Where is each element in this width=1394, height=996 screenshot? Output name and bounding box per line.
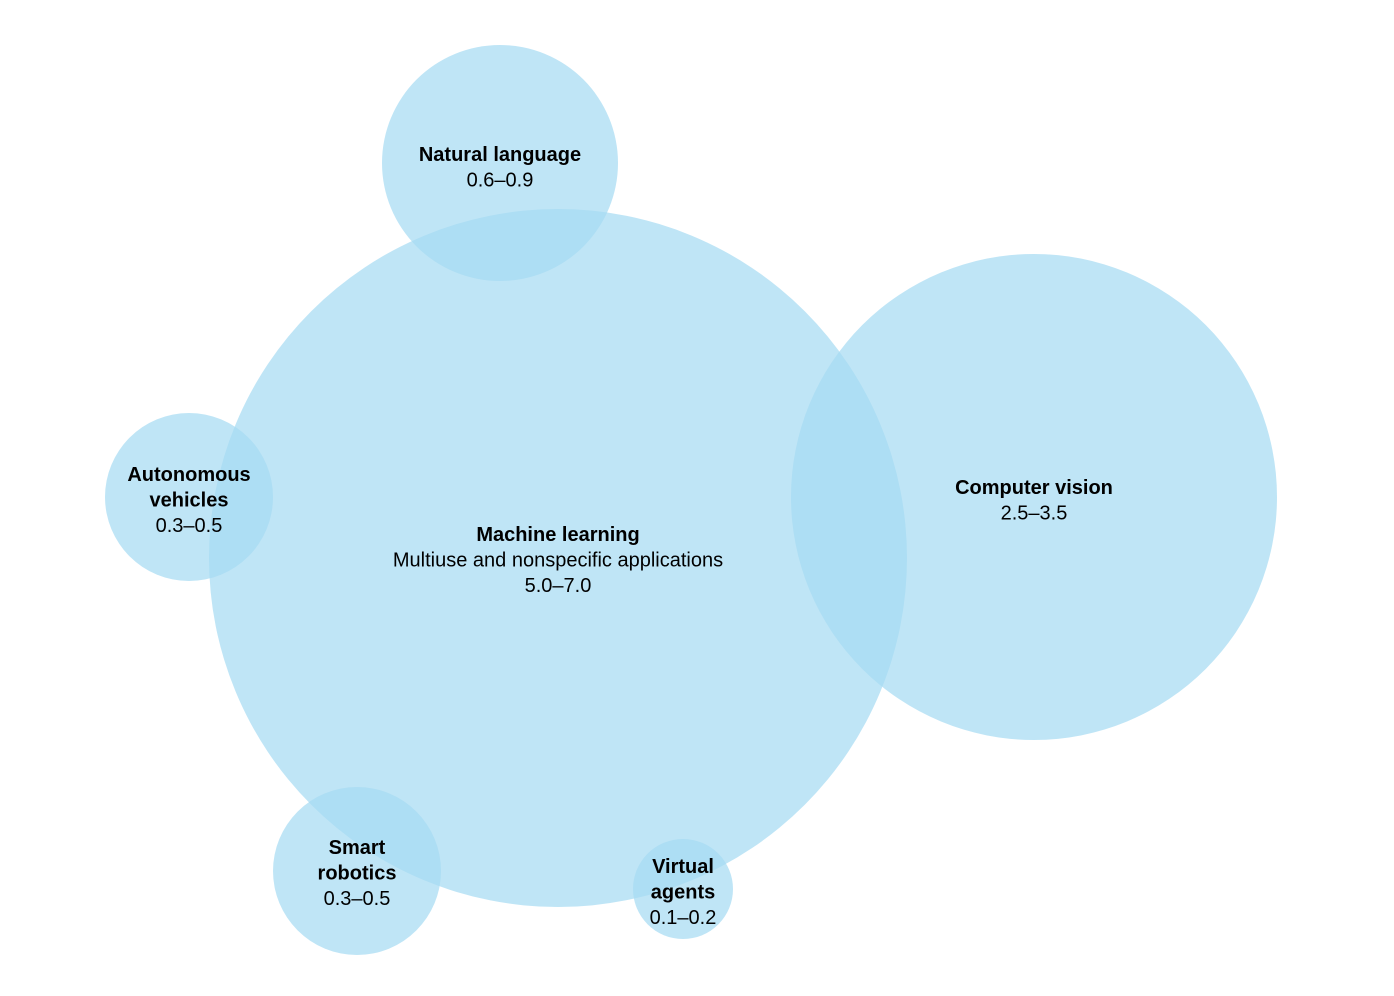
virtual-agents-bubble [633, 839, 733, 939]
virtual-agents-title-line: Virtual [652, 856, 714, 878]
autonomous-vehicles-label: Autonomous vehicles 0.3–0.5 [127, 464, 250, 537]
virtual-agents-value-range: 0.1–0.2 [650, 907, 717, 929]
natural-language-title-line: Natural language [419, 144, 581, 166]
machine-learning-bubble [209, 209, 907, 907]
machine-learning-subtitle: Multiuse and nonspecific applications [393, 550, 723, 572]
natural-language-bubble [382, 45, 618, 281]
virtual-agents-title-line: agents [651, 882, 715, 904]
smart-robotics-bubble [273, 787, 441, 955]
computer-vision-label: Computer vision 2.5–3.5 [955, 477, 1113, 525]
machine-learning-value-range: 5.0–7.0 [525, 575, 592, 597]
smart-robotics-title-line: robotics [318, 863, 397, 885]
machine-learning-title-line: Machine learning [476, 524, 639, 546]
autonomous-vehicles-bubble [105, 413, 273, 581]
smart-robotics-value-range: 0.3–0.5 [324, 888, 391, 910]
natural-language-value-range: 0.6–0.9 [467, 170, 534, 192]
virtual-agents-label: Virtual agents 0.1–0.2 [650, 856, 717, 929]
smart-robotics-label: Smart robotics 0.3–0.5 [318, 837, 397, 910]
autonomous-vehicles-value-range: 0.3–0.5 [156, 515, 223, 537]
bubbles-layer [105, 45, 1277, 955]
computer-vision-value-range: 2.5–3.5 [1001, 503, 1068, 525]
natural-language-label: Natural language 0.6–0.9 [419, 144, 581, 192]
autonomous-vehicles-title-line: Autonomous [127, 464, 250, 486]
autonomous-vehicles-title-line: vehicles [150, 490, 229, 512]
computer-vision-bubble [791, 254, 1277, 740]
smart-robotics-title-line: Smart [329, 837, 386, 859]
computer-vision-title-line: Computer vision [955, 477, 1113, 499]
